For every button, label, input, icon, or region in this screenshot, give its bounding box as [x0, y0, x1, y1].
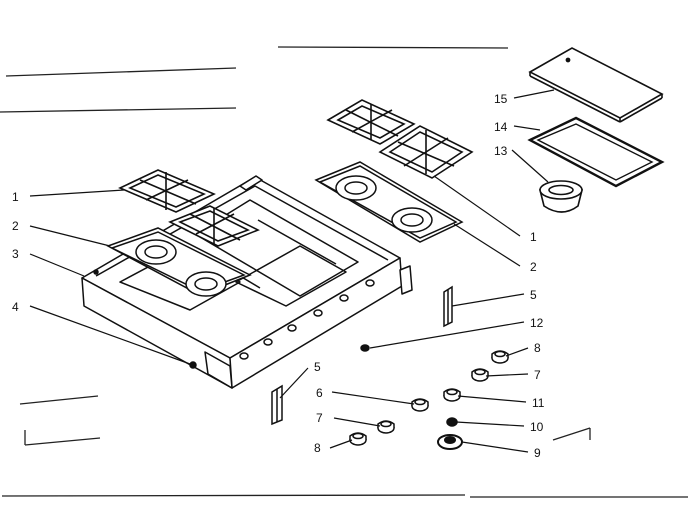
knob-7-right: [471, 368, 489, 382]
callout-12: 12: [530, 316, 544, 330]
griddle-cover: [528, 47, 664, 123]
left-burner-tray: [106, 227, 252, 297]
callout-8-left: 8: [314, 441, 321, 455]
callout-1-left: 1: [12, 190, 19, 204]
callout-11: 11: [532, 396, 545, 410]
callout-14: 14: [494, 120, 508, 134]
screw: [360, 344, 370, 352]
leader-lines: [29, 89, 555, 453]
left-grate-rear: [118, 169, 216, 213]
callout-4: 4: [12, 300, 19, 314]
griddle-bowl: [538, 180, 584, 213]
knob-8-left: [349, 432, 367, 446]
callout-labels: 1 2 3 4 1 2 5 12 5 6 7 8 8 7 11 10 9 13 …: [12, 92, 545, 460]
callout-13: 13: [494, 144, 508, 158]
right-burner-tray: [314, 161, 464, 243]
bezel-9: [437, 434, 463, 450]
callout-9: 9: [534, 446, 541, 460]
callout-15: 15: [494, 92, 508, 106]
spacer-10: [446, 417, 458, 427]
callout-2-right: 2: [530, 260, 537, 274]
callout-7-right: 7: [534, 368, 541, 382]
callout-10: 10: [530, 420, 544, 434]
callout-5-right: 5: [530, 288, 537, 302]
right-grate-rear: [326, 99, 416, 145]
callout-2-left: 2: [12, 219, 19, 233]
callout-7-left: 7: [316, 411, 323, 425]
callout-6: 6: [316, 386, 323, 400]
end-panel-right: [443, 285, 453, 328]
end-panel-front: [271, 384, 283, 426]
griddle-pan: [527, 116, 665, 188]
knob-8-right: [491, 350, 509, 364]
callout-5-left: 5: [314, 360, 321, 374]
callout-8-right: 8: [534, 341, 541, 355]
knob-6: [411, 398, 429, 412]
scan-artifact-lines: [0, 46, 688, 498]
knob-11: [443, 388, 461, 402]
knob-7-left: [377, 420, 395, 434]
callout-3: 3: [12, 247, 19, 261]
right-grate-front: [378, 125, 474, 179]
left-grate-front: [168, 205, 260, 247]
callout-1-right: 1: [530, 230, 537, 244]
